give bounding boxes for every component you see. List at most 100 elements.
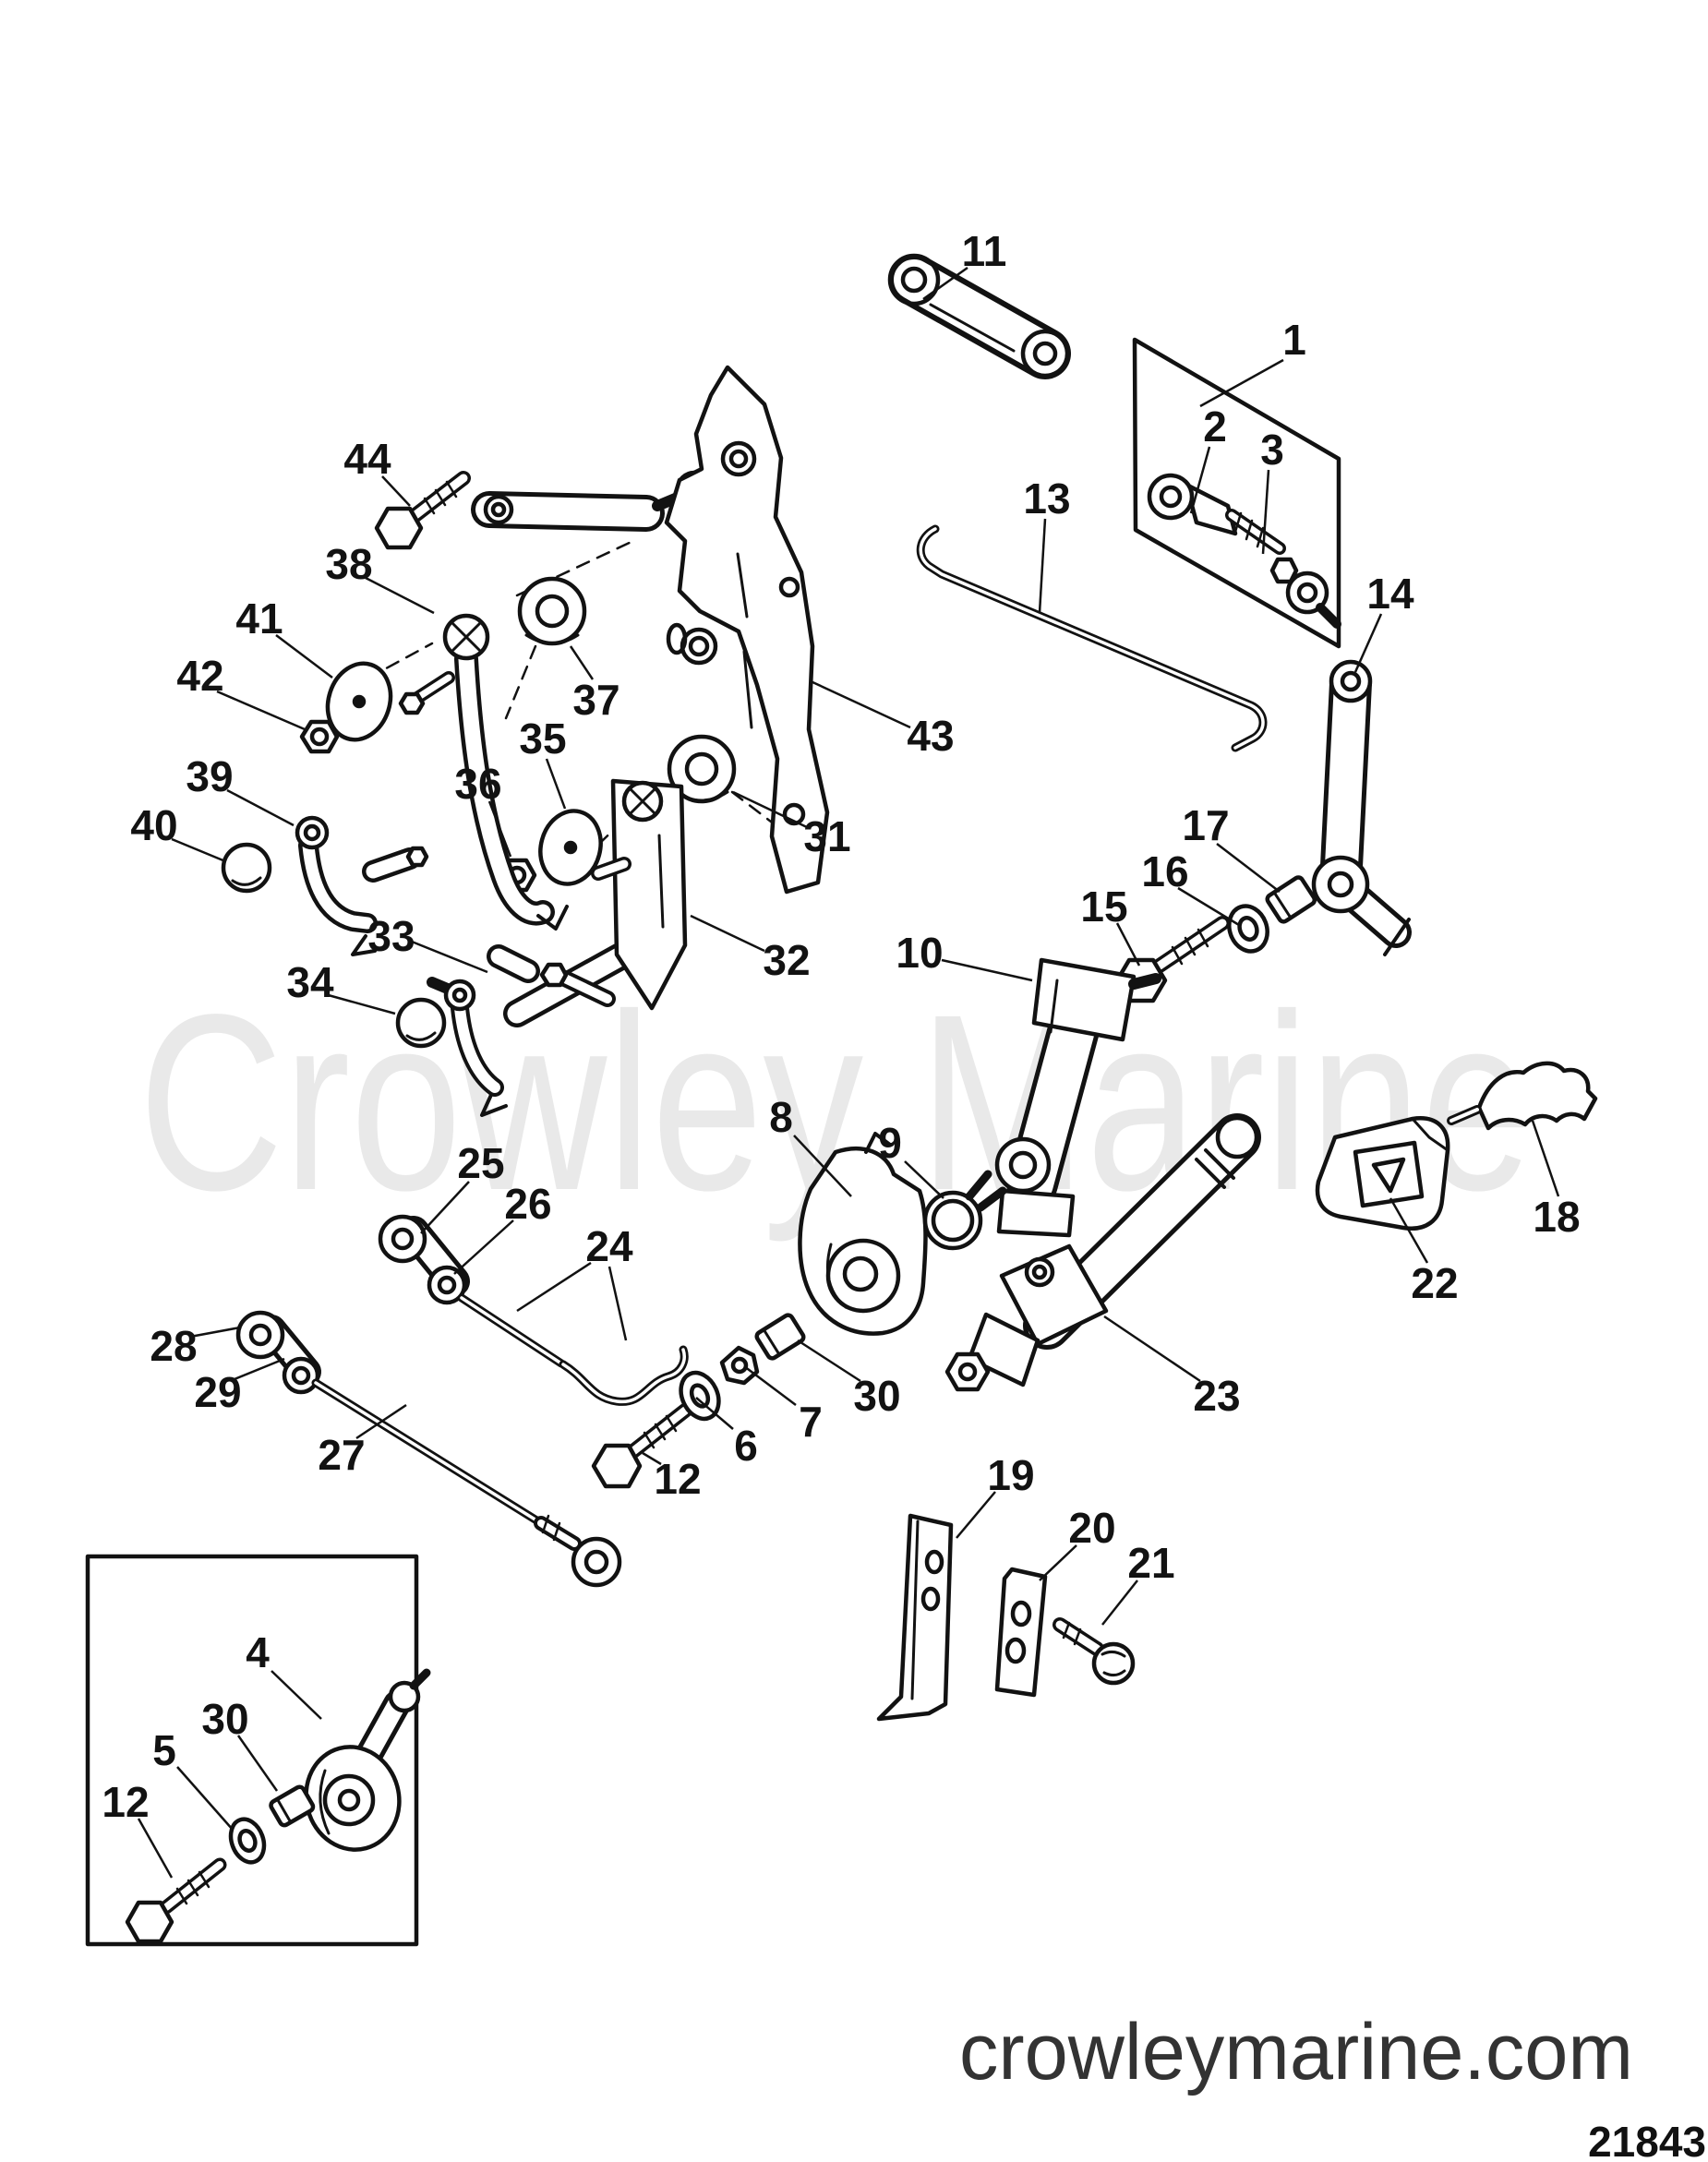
part-number-label-41: 41 — [235, 595, 283, 643]
leader-line — [271, 1670, 322, 1720]
leader-line — [171, 837, 226, 863]
part-number-label-19: 19 — [987, 1451, 1034, 1499]
part-38-arm — [398, 613, 569, 931]
leader-line — [275, 634, 333, 679]
part-number-label-42: 42 — [176, 652, 223, 700]
part-12-bolt-inset — [125, 1857, 227, 1944]
part-2-rod-end — [1147, 473, 1286, 555]
part-number-label-18: 18 — [1533, 1193, 1580, 1241]
part-number-label-13: 13 — [1023, 474, 1070, 522]
leader-line — [810, 679, 911, 729]
part-23-shaft — [944, 1113, 1261, 1392]
leader-line — [690, 914, 765, 953]
part-32-bracket — [487, 778, 688, 1027]
part-number-label-12-main: 12 — [654, 1455, 701, 1503]
part-19-strip — [876, 1513, 954, 1722]
leader-line — [1261, 469, 1270, 555]
part-17-bushing — [1265, 875, 1317, 924]
part-number-label-43: 43 — [907, 712, 954, 760]
part-number-label-36: 36 — [454, 760, 501, 808]
part-number-label-25: 25 — [457, 1139, 504, 1187]
leader-line — [1101, 1579, 1138, 1626]
leader-line — [545, 758, 567, 810]
leader-line — [904, 1160, 944, 1199]
part-number-label-16: 16 — [1141, 847, 1188, 895]
leader-line — [226, 788, 295, 827]
part-number-label-28: 28 — [150, 1322, 197, 1370]
leader-line — [1199, 358, 1284, 408]
part-number-label-15: 15 — [1080, 883, 1127, 931]
leader-line — [1039, 1544, 1077, 1581]
leader-line — [1189, 446, 1211, 514]
leader-line — [487, 800, 512, 858]
part-number-label-39: 39 — [186, 752, 233, 800]
leader-line — [236, 1735, 279, 1792]
part-18-clamp — [1447, 1061, 1598, 1131]
part-number-label-34: 34 — [286, 958, 334, 1006]
leader-line — [922, 266, 968, 301]
leader-line — [1038, 518, 1047, 614]
leader-line — [234, 1357, 285, 1381]
drawing-number: 21843 — [1588, 2118, 1706, 2162]
part-20-strip — [994, 1567, 1048, 1698]
part-number-label-37: 37 — [572, 676, 619, 724]
leader-line — [941, 958, 1033, 982]
part-number-label-2: 2 — [1203, 402, 1227, 450]
leader-line — [1531, 1120, 1560, 1197]
leader-line — [176, 1766, 234, 1831]
part-number-label-3: 3 — [1260, 426, 1284, 474]
part-5-washer — [228, 1817, 267, 1865]
leader-line — [355, 1403, 407, 1440]
leader-line — [1353, 613, 1383, 673]
part-number-label-11: 11 — [962, 227, 1007, 275]
leader-line — [732, 790, 810, 830]
part-24-rod — [457, 1293, 689, 1406]
leader-line — [189, 1326, 241, 1339]
part-22-coupler — [1315, 1116, 1450, 1231]
leader-line — [1177, 886, 1240, 927]
part-14-lever — [1311, 659, 1412, 956]
leader-line — [137, 1818, 174, 1879]
part-42-nut — [299, 719, 340, 754]
part-number-label-4: 4 — [246, 1628, 270, 1676]
part-number-label-29: 29 — [194, 1368, 241, 1416]
part-number-label-30-main: 30 — [853, 1372, 900, 1420]
part-10-lever — [994, 957, 1161, 1238]
inset-box — [85, 1554, 419, 1947]
part-number-label-17: 17 — [1182, 801, 1229, 849]
part-34-cap — [395, 997, 447, 1049]
leader-line — [1115, 922, 1141, 967]
part-number-label-32: 32 — [763, 936, 810, 984]
leader-line — [381, 475, 411, 507]
part-number-label-12-inset: 12 — [102, 1778, 149, 1826]
part-number-label-35: 35 — [519, 715, 566, 763]
part-number-label-24: 24 — [585, 1222, 633, 1270]
part-number-label-30-inset: 30 — [201, 1695, 248, 1743]
part-13-throttle-rod — [916, 524, 1268, 752]
part-16-washer — [1227, 904, 1269, 954]
part-21-screw — [1052, 1617, 1136, 1686]
part-7-retainer — [719, 1345, 760, 1386]
part-number-label-44: 44 — [343, 435, 391, 483]
leader-line — [695, 1397, 734, 1430]
part-4-cam-lever — [304, 1668, 431, 1852]
part-number-label-20: 20 — [1068, 1504, 1115, 1552]
part-33-arm — [427, 977, 508, 1117]
part-3-ball-joint — [1269, 557, 1341, 629]
part-1-kit-box — [1132, 337, 1341, 649]
leader-line — [453, 1219, 514, 1275]
leader-line — [1389, 1197, 1429, 1264]
part-number-label-38: 38 — [325, 540, 372, 588]
part-37-grommet — [517, 576, 587, 646]
leader-line — [420, 1181, 470, 1234]
part-39-arm — [295, 815, 429, 956]
part-40-cap — [221, 842, 272, 894]
part-12-bolt-main — [591, 1403, 692, 1489]
leader-line — [1216, 843, 1281, 893]
part-9-spring — [922, 1170, 1007, 1251]
leader-line — [797, 1339, 861, 1383]
leader-line — [365, 576, 435, 615]
